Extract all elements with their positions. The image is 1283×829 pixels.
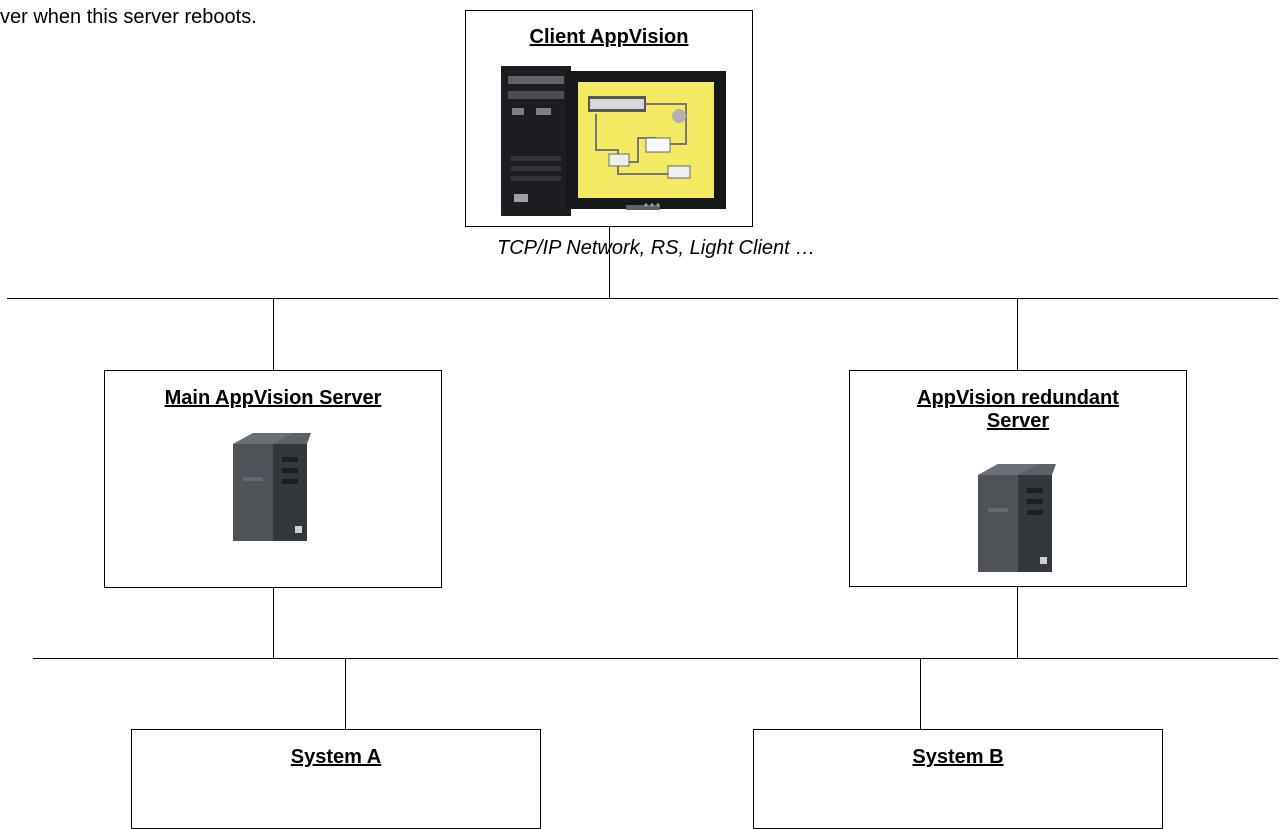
redundant-server-uplink	[1017, 299, 1018, 370]
client-appvision-box: Client AppVision	[465, 10, 753, 227]
main-appvision-server-box: Main AppVision Server	[104, 370, 442, 588]
system-b-title: System B	[912, 746, 1004, 768]
lower-network-bus	[33, 658, 1278, 659]
upper-network-bus	[7, 298, 1278, 299]
system-a-drop-line	[345, 659, 346, 729]
tower-server-icon	[233, 433, 311, 541]
appvision-redundant-server-title-line2: Server	[986, 410, 1050, 432]
system-a-title: System A	[290, 746, 382, 768]
system-b-box: System B	[753, 729, 1163, 829]
main-server-downlink	[273, 587, 274, 658]
client-appvision-title: Client AppVision	[529, 26, 689, 48]
tower-server-icon	[978, 464, 1056, 572]
redundant-server-downlink	[1017, 587, 1018, 658]
client-drop-line	[609, 226, 610, 298]
network-label: TCP/IP Network, RS, Light Client …	[497, 237, 816, 259]
system-a-box: System A	[131, 729, 541, 829]
desktop-computer-icon	[501, 66, 726, 216]
main-server-uplink	[273, 299, 274, 370]
appvision-redundant-server-box: AppVision redundant Server	[849, 370, 1187, 587]
main-appvision-server-title: Main AppVision Server	[164, 387, 382, 409]
intro-text: ver when this server reboots.	[0, 6, 257, 28]
appvision-redundant-server-title-line1: AppVision redundant	[917, 387, 1119, 409]
system-b-drop-line	[920, 659, 921, 729]
